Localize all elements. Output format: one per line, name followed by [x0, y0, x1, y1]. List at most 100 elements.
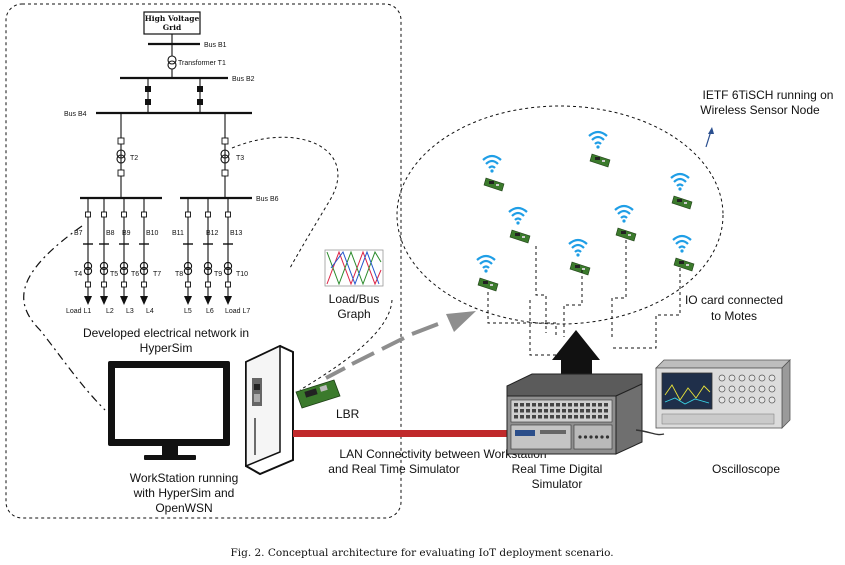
workstation-monitor [108, 361, 230, 460]
feeder-5 [183, 198, 193, 305]
wireless-mote-8 [476, 254, 499, 292]
sensor-board [477, 277, 499, 292]
rtds-rack [506, 373, 643, 455]
wireless-mote-2 [588, 130, 611, 168]
lbr-label: LBR [336, 407, 360, 421]
transformer-t1-label: Transformer T1 [178, 60, 226, 67]
wireless-mote-3 [670, 172, 693, 210]
rtds-label-line1: Real Time Digital [512, 462, 603, 476]
transformer-t5-label: T5 [110, 271, 118, 278]
wifi-icon [568, 238, 588, 257]
wireless-mote-7 [672, 234, 695, 272]
bus-b10-label: B10 [146, 230, 159, 237]
feeder-4 [139, 198, 149, 305]
load-l5-label: L5 [184, 308, 192, 315]
sensor-board [589, 153, 611, 168]
workstation-caption-line2: with HyperSim and [133, 486, 235, 500]
transformer-t10-label: T10 [236, 271, 248, 278]
transformer-t3 [220, 149, 230, 164]
workstation-caption-line3: OpenWSN [155, 501, 212, 515]
lbr-board [295, 379, 341, 409]
link-t3-dotted [231, 136, 339, 269]
bus-b8-label: B8 [106, 230, 115, 237]
sensor-board [673, 257, 695, 272]
oscilloscope-device [655, 359, 791, 429]
feeder-7 [223, 198, 233, 305]
transformer-t9-label: T9 [214, 271, 222, 278]
hypersim-boundary [5, 3, 402, 519]
load-l2-label: L2 [106, 308, 114, 315]
rtds-label-line2: Simulator [532, 477, 583, 491]
bus-b6-label: Bus B6 [256, 196, 279, 203]
bus-b12-label: B12 [206, 230, 219, 237]
wireless-mote-4 [508, 206, 531, 244]
grid-label-line1: High Voltage [145, 14, 200, 23]
wifi-icon [482, 154, 502, 173]
bus-b13-label: B13 [230, 230, 243, 237]
high-voltage-grid: High Voltage Grid [143, 11, 201, 35]
workstation-caption-line1: WorkStation running [130, 471, 239, 485]
sensor-board [569, 261, 591, 276]
graph-label-line2: Graph [337, 307, 370, 321]
lan-label-line2: and Real Time Simulator [328, 462, 459, 476]
io-card-label-line1: IO card connected [685, 293, 783, 307]
wireless-mote-6 [568, 238, 591, 276]
ietf-label-line1: IETF 6TiSCH running on [703, 88, 834, 102]
wireless-mote-1 [482, 154, 505, 192]
transformer-t7-label: T7 [153, 271, 161, 278]
ietf-label-line2: Wireless Sensor Node [700, 103, 820, 117]
feeder-3 [119, 198, 129, 305]
bus-b7-label: B7 [74, 230, 83, 237]
transformer-t1 [167, 55, 177, 70]
transformer-t8-label: T8 [175, 271, 183, 278]
link-network-to-monitor [23, 225, 106, 411]
load-l6-label: L6 [206, 308, 214, 315]
bus-b11-label: B11 [172, 230, 184, 237]
load-l3-label: L3 [126, 308, 134, 315]
lbr-to-cloud-arrow [325, 311, 476, 380]
bus-b1-label: Bus B1 [204, 42, 227, 49]
transformer-t6-label: T6 [131, 271, 139, 278]
transformer-t4-label: T4 [74, 271, 82, 278]
wifi-icon [614, 204, 634, 223]
network-caption-line2: HyperSim [140, 341, 193, 355]
load-l4-label: L4 [146, 308, 154, 315]
wifi-icon [508, 206, 528, 225]
workstation-tower [245, 344, 294, 476]
load-feeders [83, 198, 233, 305]
wireless-mote-5 [614, 204, 637, 242]
grid-label-line2: Grid [163, 23, 182, 32]
bus-b9-label: B9 [122, 230, 131, 237]
figure-caption: Fig. 2. Conceptual architecture for eval… [230, 547, 613, 559]
feeder-2 [99, 198, 109, 305]
rtds-oscilloscope-cable [635, 429, 665, 436]
wifi-icon [476, 254, 496, 273]
lan-label-line1: LAN Connectivity between Workstation [339, 447, 546, 461]
sensor-board [483, 177, 505, 192]
graph-label-line1: Load/Bus [329, 292, 380, 306]
load-l7-label: Load L7 [225, 308, 250, 315]
wifi-icon [672, 234, 692, 253]
load-bus-graph-thumbnail [324, 249, 384, 287]
link-graph-lbr [299, 299, 393, 391]
load-l1-label: Load L1 [66, 308, 91, 315]
wifi-icon [670, 172, 690, 191]
feeder-6 [203, 198, 213, 305]
sensor-board [509, 229, 531, 244]
wifi-icon [588, 130, 608, 149]
oscilloscope-label: Oscilloscope [712, 462, 780, 476]
bus-b4-label: Bus B4 [64, 111, 87, 118]
wireless-motes [476, 130, 695, 292]
mote-io-connections [487, 240, 681, 356]
transformer-t3-label: T3 [236, 155, 244, 162]
transformer-t2 [116, 149, 126, 164]
wireless-sensor-cloud [396, 105, 724, 325]
lan-cable [293, 430, 507, 437]
sensor-board [671, 195, 693, 210]
ietf-pointer-arrow [705, 127, 714, 148]
network-caption-line1: Developed electrical network in [83, 326, 249, 340]
io-card-label-line2: to Motes [711, 309, 757, 323]
bus-b2-label: Bus B2 [232, 76, 255, 83]
